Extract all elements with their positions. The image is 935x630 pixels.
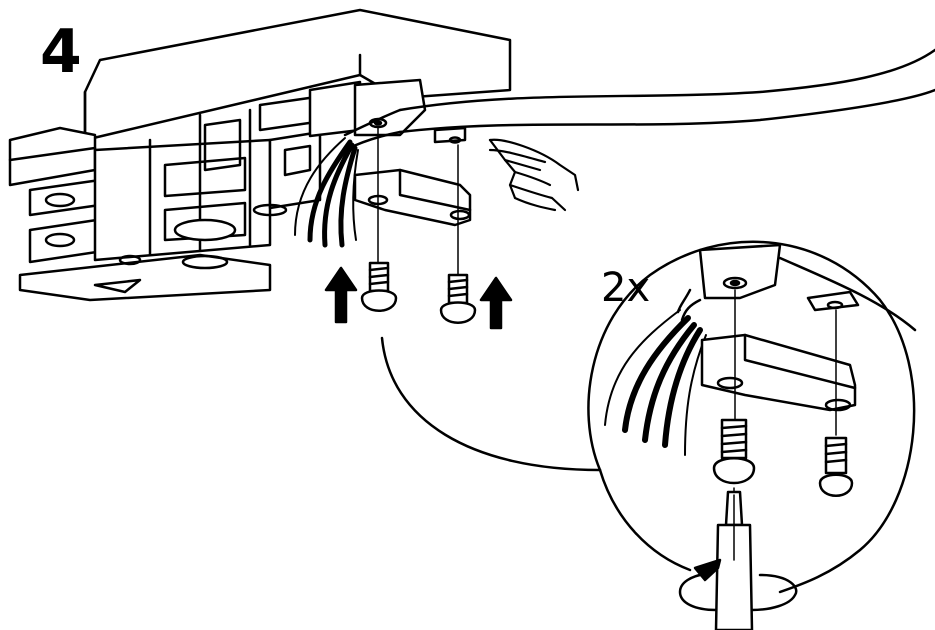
detail-circle — [587, 240, 916, 594]
screw-icon — [439, 273, 477, 324]
arrow-up-icon — [324, 266, 358, 324]
hand-pointing-icon — [488, 138, 580, 212]
quantity-label: 2x — [601, 265, 651, 311]
detail-view — [604, 243, 917, 497]
step-number: 4 — [40, 17, 82, 87]
clamp-bracket — [353, 168, 472, 227]
screw-icon — [360, 261, 398, 312]
callout-leader — [380, 336, 602, 472]
arrow-up-icon — [479, 276, 513, 330]
screwdriver-icon — [714, 487, 754, 630]
detail-circle-lower — [598, 468, 692, 572]
wires — [294, 137, 359, 248]
rotate-arrow-icon — [678, 558, 798, 612]
track-adapter — [8, 8, 512, 302]
